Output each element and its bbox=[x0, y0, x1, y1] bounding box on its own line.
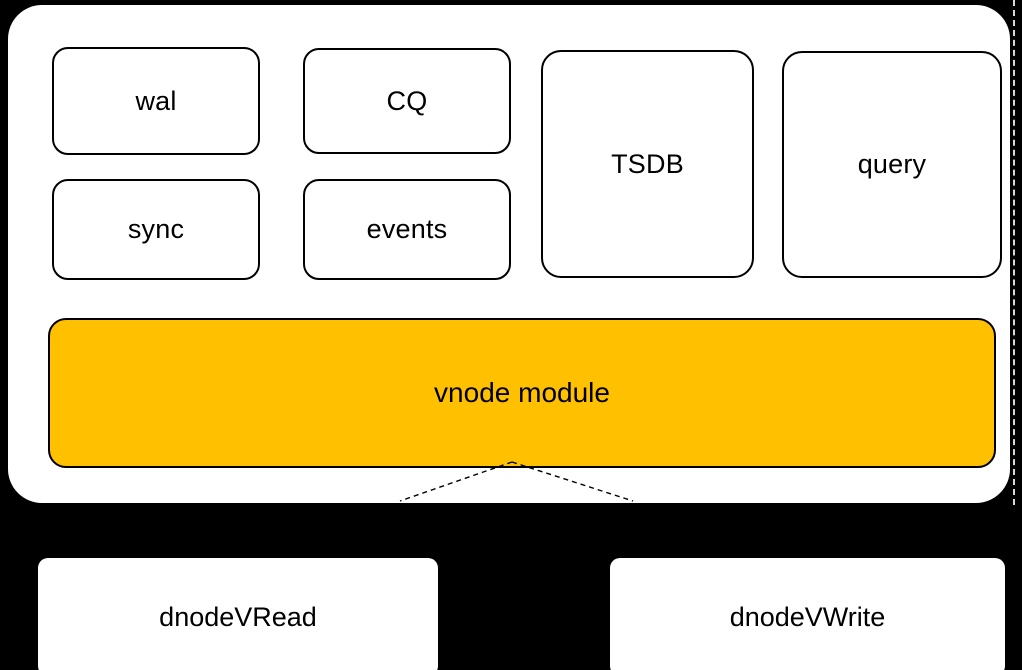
module-label-query: query bbox=[857, 149, 927, 179]
module-box-events[interactable]: events bbox=[303, 179, 511, 280]
vnode-container: wal CQ TSDB query sync events vnode modu… bbox=[8, 5, 1010, 503]
consumer-label-dnodevread: dnodeVRead bbox=[159, 601, 317, 632]
consumer-box-dnodevread[interactable]: dnodeVRead bbox=[38, 558, 438, 670]
module-box-wal[interactable]: wal bbox=[52, 47, 260, 155]
module-box-query[interactable]: query bbox=[782, 51, 1002, 278]
vnode-module-label: vnode module bbox=[434, 377, 610, 408]
module-label-cq: CQ bbox=[386, 85, 428, 116]
vnode-module-bar[interactable]: vnode module bbox=[48, 318, 996, 468]
consumer-box-dnodevwrite[interactable]: dnodeVWrite bbox=[610, 558, 1005, 670]
module-box-cq[interactable]: CQ bbox=[303, 48, 511, 154]
module-box-sync[interactable]: sync bbox=[52, 179, 260, 280]
module-label-wal: wal bbox=[135, 85, 177, 116]
module-label-tsdb: TSDB bbox=[611, 148, 684, 179]
consumer-label-dnodevwrite: dnodeVWrite bbox=[729, 601, 886, 632]
module-label-events: events bbox=[366, 214, 448, 244]
module-box-tsdb[interactable]: TSDB bbox=[541, 50, 754, 278]
module-label-sync: sync bbox=[127, 214, 185, 244]
right-edge-guide-line bbox=[1013, 0, 1015, 505]
